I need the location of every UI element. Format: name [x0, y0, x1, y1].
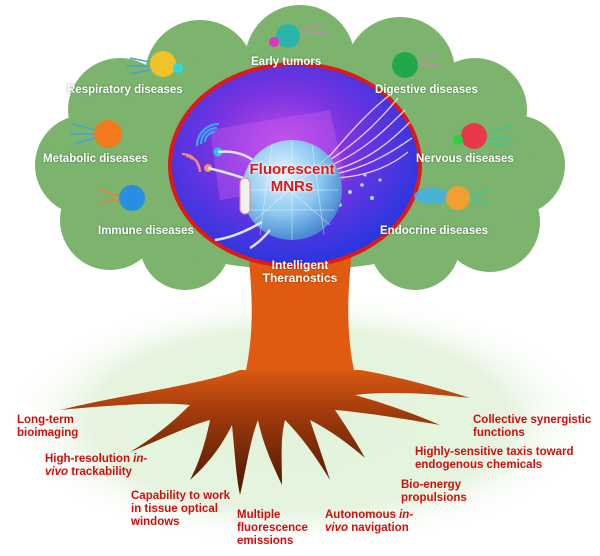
- root-label-multiple-fluorescence: Multiple fluorescence emissions: [237, 509, 308, 548]
- center-label: Fluorescent MNRs: [240, 161, 344, 196]
- robot-digestive: [392, 52, 441, 78]
- root-label-line: endogenous chemicals: [415, 458, 543, 471]
- robot-endocrine: [414, 186, 489, 210]
- root-label-line: windows: [131, 515, 180, 528]
- trunk-label-line1: Intelligent: [271, 258, 329, 272]
- root-label-line: in tissue optical: [131, 502, 218, 515]
- root-label-line: Long-term: [17, 414, 74, 426]
- disease-label-respiratory: Respiratory diseases: [67, 84, 183, 96]
- robot-metabolic: [70, 120, 122, 148]
- tree-trunk: [245, 250, 355, 375]
- root-label-line: High-resolution in-: [45, 453, 148, 465]
- root-label-line: vivo navigation: [325, 521, 409, 534]
- root-label-line: emissions: [237, 534, 294, 547]
- root-label-line: Highly-sensitive taxis toward: [415, 446, 574, 458]
- sphere-mesh: [246, 140, 338, 240]
- disease-label-early-tumors: Early tumors: [251, 56, 322, 68]
- disease-label-digestive: Digestive diseases: [375, 84, 478, 96]
- root-label-line: Bio-energy: [401, 479, 462, 491]
- robot-respiratory: [126, 51, 183, 77]
- root-label-line: fluorescence: [237, 521, 308, 534]
- root-label-high-resolution: High-resolution in- vivo trackability: [45, 453, 147, 479]
- wireless-signal-icon: [181, 122, 220, 173]
- root-label-collective-functions: Collective synergistic functions: [473, 414, 591, 440]
- robot-immune: [97, 185, 145, 211]
- trunk-label-line2: Theranostics: [262, 271, 338, 286]
- root-label-line: vivo trackability: [45, 465, 132, 478]
- root-label-line: Collective synergistic: [473, 414, 592, 426]
- robot-early-tumors: [269, 24, 329, 48]
- center-label-line2: MNRs: [270, 177, 314, 195]
- robot-legs: [214, 220, 271, 250]
- trunk-label: Intelligent Theranostics: [248, 258, 352, 286]
- root-label-chemical-taxis: Highly-sensitive taxis toward endogenous…: [415, 446, 574, 472]
- root-label-long-term-bioimaging: Long-term bioimaging: [17, 414, 78, 440]
- disease-label-nervous: Nervous diseases: [416, 153, 514, 165]
- disease-label-metabolic: Metabolic diseases: [43, 153, 148, 165]
- root-label-line: Autonomous in-: [325, 509, 414, 521]
- root-label-line: Capability to work: [131, 490, 231, 502]
- robot-nervous: [453, 123, 514, 149]
- flagella-icon: [327, 94, 413, 179]
- disease-label-immune: Immune diseases: [98, 225, 194, 237]
- root-label-line: functions: [473, 426, 525, 439]
- root-label-line: Multiple: [237, 509, 281, 521]
- root-label-tissue-optical-windows: Capability to work in tissue optical win…: [131, 490, 230, 529]
- particles-icon: [338, 173, 382, 207]
- robot-band: [239, 177, 251, 215]
- center-label-line1: Fluorescent: [249, 161, 335, 178]
- root-label-line: propulsions: [401, 491, 467, 504]
- root-label-autonomous-navigation: Autonomous in- vivo navigation: [325, 509, 413, 535]
- tree-roots: [60, 370, 470, 495]
- root-label-line: bioimaging: [17, 426, 79, 439]
- root-label-bio-energy: Bio-energy propulsions: [401, 479, 467, 505]
- disease-label-endocrine: Endocrine diseases: [380, 225, 489, 237]
